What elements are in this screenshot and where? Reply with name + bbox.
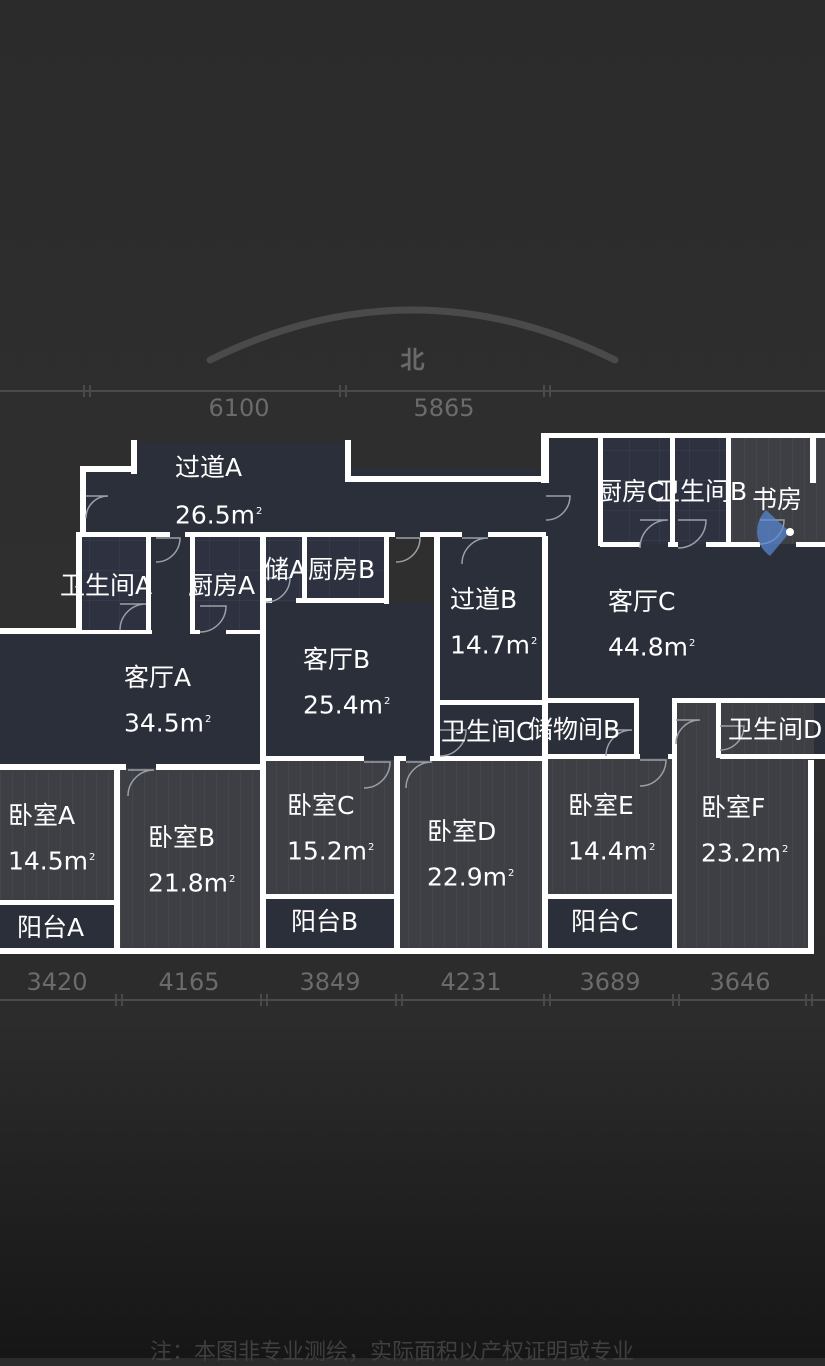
room-fill-woshi-d <box>398 760 546 952</box>
room-fills <box>0 436 825 952</box>
disclaimer-note: 注：本图非专业测绘，实际面积以产权证明或专业 <box>150 1340 635 1365</box>
room-name: 卧室D <box>427 817 497 846</box>
room-fill-yangtai-b <box>264 898 398 952</box>
dimension-top-2: 5865 <box>413 394 475 422</box>
room-name: 卧室E <box>568 791 634 820</box>
room-label-weishengjian-a[interactable]: 卫生间A <box>60 571 153 600</box>
room-label-chufang-a[interactable]: 厨房A <box>188 571 256 600</box>
room-fill-chufang-b <box>306 536 386 602</box>
room-fill-yangtai-a <box>0 904 118 952</box>
dimension-bottom-4: 4231 <box>440 968 502 996</box>
room-label-yangtai-c[interactable]: 阳台C <box>571 907 639 936</box>
room-area: 21.8m2 <box>148 868 236 898</box>
room-label-chufang-c[interactable]: 厨房C <box>597 477 665 506</box>
walls <box>0 433 825 954</box>
room-fill-chufang-a <box>194 536 262 634</box>
room-label-yangtai-b[interactable]: 阳台B <box>291 907 359 936</box>
dimension-bottom-6: 3646 <box>709 968 771 996</box>
dimension-line-bottom <box>0 994 825 1006</box>
room-label-guodao-b[interactable]: 过道B 14.7m2 <box>450 586 537 659</box>
room-label-keting-c[interactable]: 客厅C 44.8m2 <box>608 588 695 661</box>
room-fill-woshi-a <box>0 768 118 904</box>
room-name: 过道A <box>175 453 243 482</box>
room-label-woshi-f[interactable]: 卧室F 23.2m2 <box>701 794 788 867</box>
room-label-chuwujian-b[interactable]: 储物间B <box>528 715 621 744</box>
room-label-woshi-b[interactable]: 卧室B 21.8m2 <box>148 824 235 897</box>
room-label-guodao-a[interactable]: 过道A 26.5m2 <box>175 454 262 529</box>
room-label-woshi-e[interactable]: 卧室E 14.4m2 <box>568 792 655 865</box>
compass-arc <box>206 306 619 364</box>
room-fill-weishengjian-a <box>82 536 150 634</box>
room-area: 14.5m2 <box>8 846 96 876</box>
dimension-top-1: 6100 <box>208 394 270 422</box>
dimension-bottom-5: 3689 <box>579 968 641 996</box>
room-fill-keting-a <box>0 630 264 768</box>
room-fill-guodao-b <box>438 536 546 704</box>
room-name: 客厅C <box>608 587 676 616</box>
room-area: 23.2m2 <box>701 838 789 868</box>
room-area: 34.5m2 <box>124 708 212 738</box>
room-name: 卧室F <box>701 793 766 822</box>
room-fill-weishengjian-b <box>674 436 728 544</box>
room-name: 过道B <box>450 585 518 614</box>
room-fill-chufang-c <box>602 436 672 544</box>
room-fill-woshi-b <box>118 768 264 952</box>
room-label-yangtai-a[interactable]: 阳台A <box>17 913 85 942</box>
room-label-shufang[interactable]: 书房 <box>752 485 803 514</box>
room-name: 客厅B <box>303 645 371 674</box>
dimension-bottom-2: 4165 <box>158 968 220 996</box>
room-area: 44.8m2 <box>608 632 696 662</box>
room-label-chu-a[interactable]: 储A <box>264 555 307 584</box>
room-fill-woshi-e <box>546 758 674 898</box>
room-label-woshi-c[interactable]: 卧室C 15.2m2 <box>287 792 374 865</box>
dimension-bottom-3: 3849 <box>299 968 361 996</box>
room-label-keting-a[interactable]: 客厅A 34.5m2 <box>124 664 211 737</box>
room-name: 卧室A <box>8 801 76 830</box>
camera-viewpoint-icon <box>757 510 794 556</box>
room-label-weishengjian-c[interactable]: 卫生间C <box>441 717 534 746</box>
room-label-weishengjian-b[interactable]: 卫生间B <box>655 477 748 506</box>
room-area: 25.4m2 <box>303 690 391 720</box>
room-fill-yangtai-c <box>546 898 674 952</box>
room-name: 客厅A <box>124 663 192 692</box>
room-area: 22.9m2 <box>427 862 515 892</box>
room-label-keting-b[interactable]: 客厅B 25.4m2 <box>303 646 390 719</box>
room-fill-woshi-f <box>674 702 814 952</box>
room-fill-woshi-c <box>264 760 398 898</box>
room-fill-keting-b <box>264 602 438 760</box>
compass-north-label: 北 <box>400 346 425 374</box>
room-area: 14.4m2 <box>568 836 656 866</box>
dimension-bottom-1: 3420 <box>26 968 88 996</box>
room-area: 14.7m2 <box>450 630 538 660</box>
room-fill-chu-a <box>264 536 306 602</box>
dimension-line-top <box>0 385 825 397</box>
room-area: 26.5m2 <box>175 500 263 530</box>
room-label-chufang-b[interactable]: 厨房B <box>308 555 376 584</box>
room-label-woshi-a[interactable]: 卧室A 14.5m2 <box>8 802 95 875</box>
room-name: 卧室C <box>287 791 355 820</box>
room-area: 15.2m2 <box>287 836 375 866</box>
room-label-woshi-d[interactable]: 卧室D 22.9m2 <box>427 818 514 891</box>
room-name: 卧室B <box>148 823 216 852</box>
room-label-weishengjian-d[interactable]: 卫生间D <box>728 715 823 744</box>
